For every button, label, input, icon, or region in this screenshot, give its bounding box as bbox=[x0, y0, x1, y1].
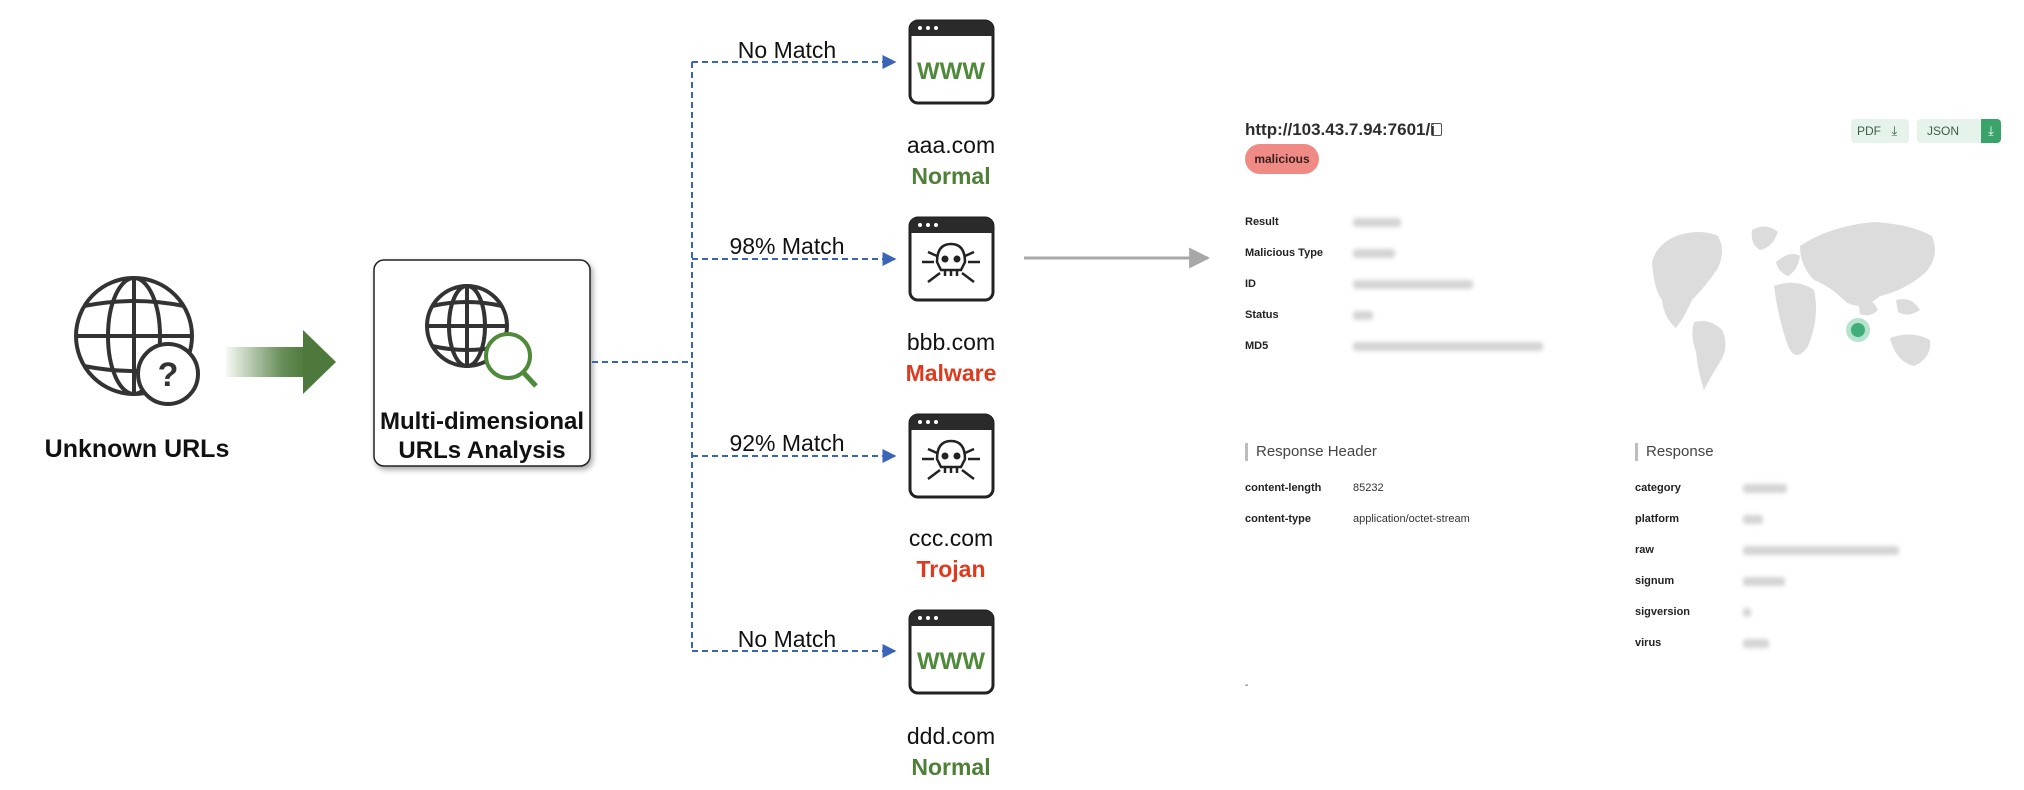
globe-search-icon bbox=[425, 284, 538, 388]
www-browser-icon: WWW bbox=[908, 19, 995, 105]
field-status: Status bbox=[1245, 309, 1279, 321]
verdict-label: Malware bbox=[906, 360, 997, 386]
analysis-box: Multi-dimensional URLs Analysis bbox=[373, 259, 591, 467]
footer-mark: - bbox=[1245, 680, 1249, 691]
field-result: Result bbox=[1245, 216, 1279, 228]
domain-label: ddd.com bbox=[907, 723, 995, 749]
response-field: platform bbox=[1635, 513, 1679, 525]
verdict-label: Normal bbox=[911, 754, 990, 780]
svg-text:?: ? bbox=[158, 356, 179, 394]
verdict-label: Trojan bbox=[916, 556, 985, 582]
match-label-4: No Match bbox=[738, 626, 836, 652]
blurred-value bbox=[1743, 639, 1769, 648]
www-text: WWW bbox=[917, 58, 985, 85]
skull-browser-icon bbox=[908, 413, 995, 499]
analysis-label-line1: Multi-dimensional bbox=[380, 408, 584, 435]
blurred-value bbox=[1353, 218, 1401, 227]
dashed-connectors bbox=[592, 55, 897, 658]
response-title: Response bbox=[1635, 443, 1714, 461]
globe-question-icon: ? bbox=[74, 276, 200, 406]
response-header-title: Response Header bbox=[1245, 443, 1377, 461]
pdf-label: PDF bbox=[1857, 124, 1881, 138]
response-field: sigversion bbox=[1635, 606, 1691, 618]
blurred-value bbox=[1353, 342, 1543, 351]
domain-label: ccc.com bbox=[909, 525, 993, 551]
blurred-value bbox=[1743, 515, 1763, 524]
match-label-1: No Match bbox=[738, 37, 836, 63]
report-url[interactable]: http://103.43.7.94:7601/i bbox=[1245, 120, 1435, 139]
domain-label: bbb.com bbox=[907, 329, 995, 355]
json-label: JSON bbox=[1927, 124, 1960, 138]
header-key: content-type bbox=[1245, 513, 1311, 525]
analysis-label-line2: URLs Analysis bbox=[398, 437, 565, 464]
response-field: raw bbox=[1635, 544, 1654, 556]
malicious-badge: malicious bbox=[1245, 144, 1319, 174]
verdict-label: Normal bbox=[911, 163, 990, 189]
header-value: 85232 bbox=[1353, 482, 1384, 494]
blurred-value bbox=[1353, 249, 1395, 258]
blurred-value bbox=[1743, 546, 1899, 555]
www-browser-icon: WWW bbox=[908, 609, 995, 695]
skull-browser-icon bbox=[908, 216, 995, 302]
blurred-value bbox=[1353, 311, 1373, 320]
field-md5: MD5 bbox=[1245, 340, 1269, 352]
response-field: signum bbox=[1635, 575, 1675, 587]
unknown-urls-label: Unknown URLs bbox=[45, 435, 230, 463]
www-text: WWW bbox=[917, 648, 985, 675]
blurred-value bbox=[1743, 577, 1785, 586]
blurred-value bbox=[1743, 484, 1787, 493]
header-key: content-length bbox=[1245, 482, 1322, 494]
flow-arrow bbox=[226, 330, 336, 394]
match-label-3: 92% Match bbox=[729, 430, 844, 456]
domain-label: aaa.com bbox=[907, 132, 995, 158]
field-malicious-type: Malicious Type bbox=[1245, 247, 1324, 259]
response-field: virus bbox=[1635, 637, 1662, 649]
blurred-value bbox=[1353, 280, 1473, 289]
map-location-dot bbox=[1851, 323, 1865, 337]
response-field: category bbox=[1635, 482, 1681, 494]
json-download-button[interactable]: JSON ⤓ bbox=[1917, 119, 2001, 143]
world-map bbox=[1652, 222, 1935, 390]
copy-icon[interactable] bbox=[1431, 123, 1442, 136]
download-icon: ⤓ bbox=[1981, 119, 2001, 143]
pdf-download-button[interactable]: PDF ⤓ bbox=[1851, 119, 1909, 143]
download-icon: ⤓ bbox=[1891, 123, 1898, 138]
blurred-value bbox=[1743, 608, 1751, 617]
header-value: application/octet-stream bbox=[1353, 513, 1470, 525]
match-label-2: 98% Match bbox=[729, 233, 844, 259]
report-panel: http://103.43.7.94:7601/i malicious PDF … bbox=[1245, 110, 2005, 710]
field-id: ID bbox=[1245, 278, 1256, 290]
